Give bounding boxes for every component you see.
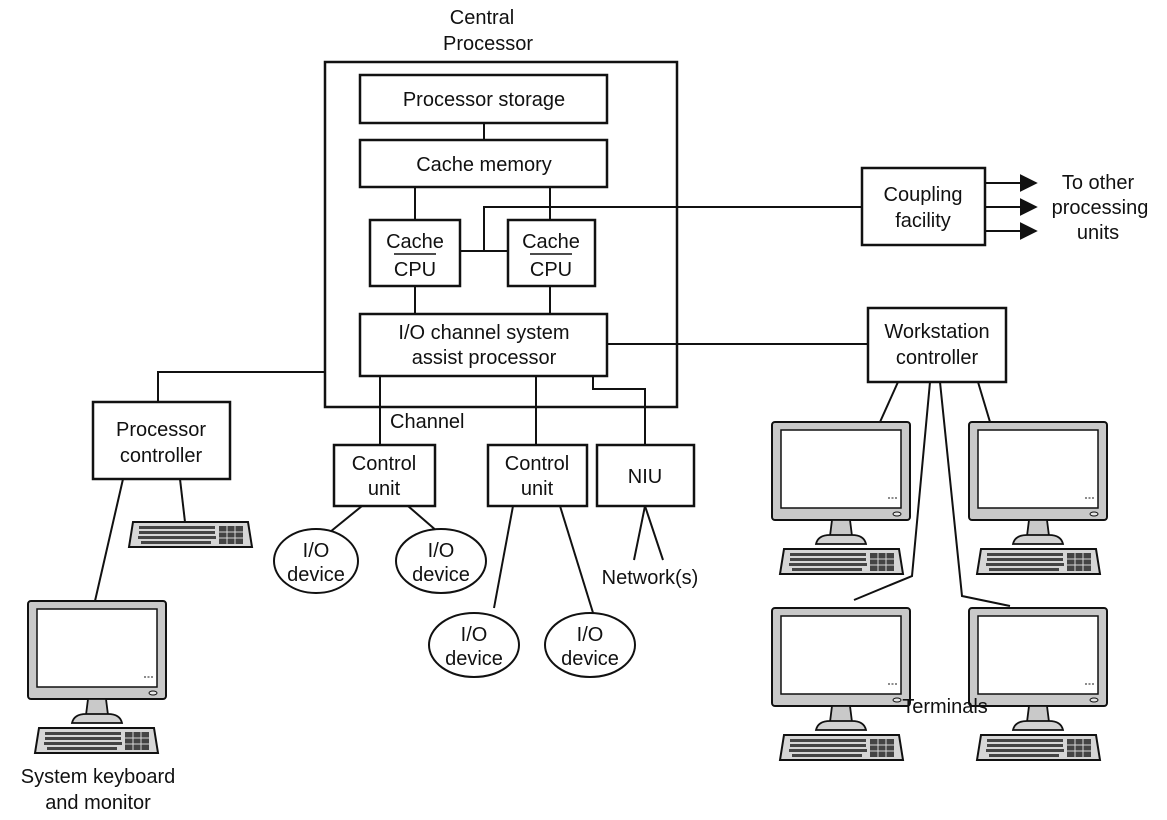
control-unit-1: Control unit	[332, 443, 437, 508]
cp-to-processor-controller-line	[157, 371, 325, 402]
io-device-4: I/O device	[544, 612, 636, 678]
to-other-label-2: processing	[1052, 197, 1149, 219]
cpu-left: Cache CPU	[368, 218, 462, 288]
niu-label: NIU	[628, 466, 662, 488]
central-processor-title-2: Processor	[443, 33, 533, 55]
cpu-right-cpu-label: CPU	[530, 259, 572, 281]
io-device-1-label-1: I/O	[303, 540, 330, 562]
workstation-controller-label-1: Workstation	[884, 321, 989, 343]
workstation-terminal-links	[853, 381, 1011, 607]
terminal-1-icon	[772, 422, 910, 574]
control-unit-1-label-2: unit	[368, 478, 401, 500]
cache-memory-label: Cache memory	[416, 154, 552, 176]
processor-controller: Processor controller	[91, 400, 232, 481]
io-device-1-label-2: device	[287, 564, 345, 586]
coupling-facility: Coupling facility	[860, 166, 987, 247]
cpu-right: Cache CPU	[506, 218, 597, 288]
io-device-3: I/O device	[428, 612, 520, 678]
system-keyboard-label-1: System keyboard	[21, 766, 176, 788]
coupling-facility-label-2: facility	[895, 210, 951, 232]
coupling-facility-label-1: Coupling	[884, 184, 963, 206]
central-processor-title: Central	[450, 7, 514, 29]
control-unit-2: Control unit	[486, 443, 589, 508]
workstation-controller-label-2: controller	[896, 347, 979, 369]
terminal-2-icon	[969, 422, 1107, 574]
cpu-left-cache-label: Cache	[386, 231, 444, 253]
cpu-right-cache-label: Cache	[522, 231, 580, 253]
io-device-2-label-1: I/O	[428, 540, 455, 562]
device-links	[329, 505, 664, 617]
io-device-4-label-2: device	[561, 648, 619, 670]
terminal-4-icon	[969, 608, 1107, 760]
processor-controller-label-1: Processor	[116, 419, 206, 441]
io-device-2: I/O device	[395, 528, 487, 594]
processor-storage-label: Processor storage	[403, 89, 565, 111]
io-channel-label-1: I/O channel system	[398, 322, 569, 344]
networks-label: Network(s)	[602, 567, 699, 589]
internal-connections	[414, 123, 862, 314]
terminals-label: Terminals	[902, 696, 988, 718]
io-device-3-label-1: I/O	[461, 624, 488, 646]
to-other-label-1: To other	[1062, 172, 1135, 194]
coupling-arrows	[985, 174, 1038, 240]
io-channel-label-2: assist processor	[412, 347, 557, 369]
control-unit-2-label-1: Control	[505, 453, 569, 475]
processor-storage: Processor storage	[358, 73, 609, 125]
io-channel-processor: I/O channel system assist processor	[358, 312, 609, 378]
io-device-4-label-1: I/O	[577, 624, 604, 646]
niu: NIU	[595, 443, 696, 508]
control-unit-1-label-1: Control	[352, 453, 416, 475]
io-to-niu-line	[592, 376, 646, 445]
cpu-left-cpu-label: CPU	[394, 259, 436, 281]
system-keyboard-label-2: and monitor	[45, 792, 151, 814]
to-other-label-3: units	[1077, 222, 1119, 244]
processor-controller-label-2: controller	[120, 445, 203, 467]
channel-label: Channel	[390, 411, 465, 433]
workstation-controller: Workstation controller	[866, 306, 1008, 384]
cache-memory: Cache memory	[358, 138, 609, 189]
control-unit-2-label-2: unit	[521, 478, 554, 500]
terminal-3-icon	[772, 608, 910, 760]
pc-to-monitor-line	[94, 478, 124, 602]
io-device-2-label-2: device	[412, 564, 470, 586]
system-keyboard-icon	[128, 521, 253, 548]
pc-to-keyboard-line	[179, 478, 186, 523]
io-device-1: I/O device	[273, 528, 359, 594]
system-monitor-icon	[27, 600, 167, 754]
central-processor-frame	[323, 60, 679, 409]
io-device-3-label-2: device	[445, 648, 503, 670]
